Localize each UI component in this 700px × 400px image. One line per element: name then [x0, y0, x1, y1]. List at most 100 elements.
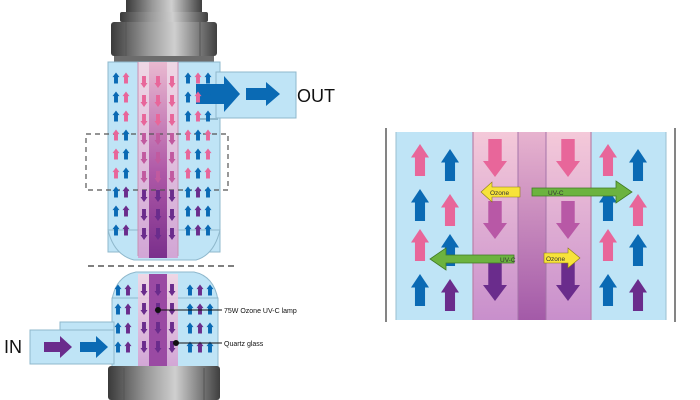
flow-arrow-down-icon: [154, 171, 162, 183]
flow-arrow-up-icon: [204, 167, 212, 179]
ozone-tag-upper: [480, 181, 521, 203]
flow-arrow-up-icon: [411, 274, 429, 306]
flow-arrow-up-icon: [112, 148, 120, 160]
flow-arrow-up-icon: [206, 284, 214, 296]
flow-arrow-down-icon: [483, 201, 507, 239]
flow-arrow-up-icon: [122, 72, 130, 84]
inlet-flow-arrows: [44, 336, 108, 358]
flow-arrow-up-icon: [114, 284, 122, 296]
lamp-label: 75W Ozone UV-C lamp: [224, 308, 297, 315]
flow-arrow-down-icon: [140, 284, 148, 296]
bottom-end-cap: [108, 366, 220, 400]
flow-arrow-down-icon: [154, 322, 162, 334]
flow-arrow-up-icon: [122, 91, 130, 103]
flow-arrow-up-icon: [629, 234, 647, 266]
flow-arrow-down-icon: [140, 171, 148, 183]
flow-arrow-up-icon: [184, 224, 192, 236]
outlet-flow-arrows: [196, 76, 280, 112]
flow-arrow-up-icon: [184, 129, 192, 141]
flow-arrow-up-icon: [629, 194, 647, 226]
top-end-cap: [111, 0, 217, 62]
flow-arrow-up-icon: [599, 189, 617, 221]
flow-arrow-up-icon: [194, 205, 202, 217]
flow-arrow-down-icon: [140, 152, 148, 164]
flow-arrow-down-icon: [168, 303, 176, 315]
flow-arrow-up-icon: [114, 322, 122, 334]
flow-arrow-down-icon: [154, 152, 162, 164]
flow-arrow-up-icon: [184, 91, 192, 103]
flow-arrow-down-icon: [140, 322, 148, 334]
flow-arrow-up-icon: [194, 91, 202, 103]
flow-arrow-up-icon: [122, 167, 130, 179]
flow-arrow-up-icon: [112, 72, 120, 84]
tag-uvc-lower: UV-C: [500, 257, 516, 264]
flow-arrow-up-icon: [184, 167, 192, 179]
flow-arrow-up-icon: [112, 91, 120, 103]
magnified-detail: Ozone UV-C UV-C Ozone: [385, 128, 676, 322]
upper-water-flow-arrows: [112, 72, 212, 236]
flow-arrow-up-icon: [124, 322, 132, 334]
flow-arrow-down-icon: [168, 190, 176, 202]
flow-arrow-up-icon: [184, 186, 192, 198]
flow-arrow-up-icon: [194, 167, 202, 179]
flow-arrow-up-icon: [194, 148, 202, 160]
flow-arrow-up-icon: [122, 129, 130, 141]
detail-flow-arrows: [411, 139, 647, 311]
flow-arrow-up-icon: [124, 341, 132, 353]
flow-arrow-up-icon: [196, 341, 204, 353]
lamp-leader: [155, 307, 222, 313]
flow-arrow-down-icon: [168, 228, 176, 240]
flow-arrow-up-icon: [184, 205, 192, 217]
flow-arrow-down-icon: [483, 139, 507, 177]
ozone-tag-lower: [543, 247, 581, 269]
flow-arrow-up-icon: [112, 205, 120, 217]
flow-arrow-up-icon: [184, 72, 192, 84]
flow-arrow-down-icon: [556, 263, 580, 301]
flow-arrow-up-icon: [204, 72, 212, 84]
flow-arrow-up-icon: [204, 186, 212, 198]
tag-ozone-upper: Ozone: [490, 190, 510, 197]
flow-arrow-up-icon: [441, 279, 459, 311]
flow-arrow-down-icon: [154, 284, 162, 296]
flow-arrow-up-icon: [184, 110, 192, 122]
flow-arrow-down-icon: [483, 263, 507, 301]
flow-arrow-up-icon: [194, 224, 202, 236]
out-label: OUT: [297, 86, 335, 106]
flow-arrow-down-icon: [168, 76, 176, 88]
flow-arrow-up-icon: [206, 322, 214, 334]
flow-arrow-up-icon: [186, 284, 194, 296]
flow-arrow-up-icon: [112, 224, 120, 236]
flow-arrow-up-icon: [629, 279, 647, 311]
flow-arrow-up-icon: [112, 129, 120, 141]
flow-arrow-up-icon: [204, 129, 212, 141]
flow-arrow-up-icon: [599, 274, 617, 306]
flow-arrow-down-icon: [140, 209, 148, 221]
flow-arrow-down-icon: [154, 190, 162, 202]
flow-arrow-down-icon: [140, 76, 148, 88]
flow-arrow-down-icon: [168, 152, 176, 164]
flow-arrow-down-icon: [140, 133, 148, 145]
flow-arrow-down-icon: [140, 303, 148, 315]
flow-arrow-up-icon: [122, 224, 130, 236]
flow-arrow-up-icon: [124, 303, 132, 315]
flow-arrow-up-icon: [124, 284, 132, 296]
flow-arrow-up-icon: [411, 229, 429, 261]
lamp-emission-arrows: [140, 76, 176, 240]
flow-arrow-up-icon: [114, 341, 122, 353]
flow-arrow-up-icon: [196, 322, 204, 334]
flow-arrow-up-icon: [122, 205, 130, 217]
flow-arrow-up-icon: [196, 284, 204, 296]
flow-arrow-down-icon: [140, 95, 148, 107]
flow-arrow-up-icon: [599, 144, 617, 176]
flow-arrow-up-icon: [411, 189, 429, 221]
flow-arrow-up-icon: [112, 186, 120, 198]
tag-uvc-upper: UV-C: [548, 190, 564, 197]
flow-arrow-down-icon: [140, 114, 148, 126]
flow-arrow-up-icon: [206, 303, 214, 315]
flow-arrow-down-icon: [140, 190, 148, 202]
flow-arrow-down-icon: [140, 341, 148, 353]
flow-arrow-up-icon: [194, 129, 202, 141]
flow-arrow-up-icon: [114, 303, 122, 315]
flow-arrow-down-icon: [556, 201, 580, 239]
flow-arrow-up-icon: [196, 303, 204, 315]
